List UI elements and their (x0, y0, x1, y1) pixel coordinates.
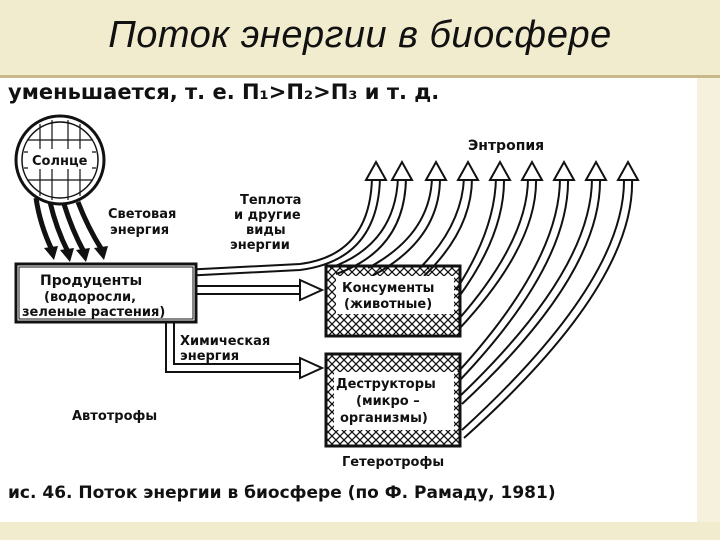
consumers-box (324, 264, 462, 338)
light-energy-label-1: Световая (108, 207, 176, 222)
heat-label-1: Теплота (240, 193, 301, 208)
entropy-arrowheads (364, 159, 640, 181)
slide-title-bar: Поток энергии в биосфере (0, 0, 720, 75)
light-energy-arrowheads (44, 246, 108, 262)
destructors-title: Деструкторы (336, 377, 436, 392)
chemical-energy-arrow (165, 322, 325, 380)
entropy-arrows (181, 177, 634, 439)
autotrophs-label: Автотрофы (72, 409, 157, 424)
producers-box (14, 262, 198, 324)
heterotrophs-label: Гетеротрофы (342, 455, 444, 470)
right-margin (697, 78, 720, 522)
light-energy-label-2: энергия (110, 223, 169, 238)
sun-label: Солнце (32, 154, 88, 169)
entropy-label: Энтропия (468, 138, 544, 154)
slide-title: Поток энергии в биосфере (108, 14, 612, 56)
bottom-bar (0, 522, 720, 540)
heat-label-3: виды (246, 223, 286, 238)
consumers-title: Консументы (342, 281, 434, 296)
chemical-energy-label-1: Химическая (180, 334, 270, 349)
destructors-subtitle-1: (микро – (356, 394, 420, 409)
light-energy-arrows (33, 197, 105, 254)
sun-icon (14, 114, 106, 206)
title-divider (0, 75, 720, 78)
destructors-subtitle-2: организмы) (340, 411, 428, 426)
heat-label-4: энергии (230, 238, 290, 253)
destructors-box (324, 352, 462, 448)
producers-title: Продуценты (40, 273, 142, 289)
producers-subtitle-2: зеленые растения) (22, 305, 165, 320)
arrow-to-consumers (196, 278, 325, 302)
consumers-subtitle: (животные) (344, 297, 432, 312)
producers-subtitle-1: (водоросли, (44, 290, 136, 305)
figure-caption: ис. 46. Поток энергии в биосфере (по Ф. … (8, 483, 556, 503)
heat-label-2: и другие (234, 208, 301, 223)
top-text-fragment: уменьшается, т. е. П₁>П₂>П₃ и т. д. (8, 80, 439, 104)
chemical-energy-label-2: энергия (180, 349, 239, 364)
